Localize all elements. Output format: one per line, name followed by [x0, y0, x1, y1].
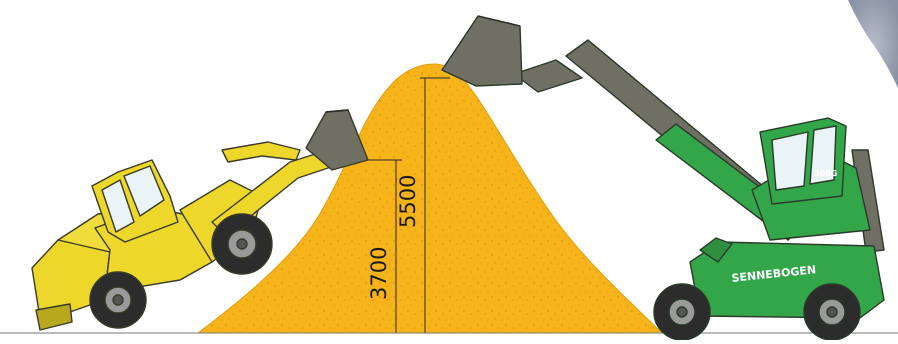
dimension-label-high: 5500	[396, 175, 420, 228]
rock-background	[848, 0, 898, 88]
dimension-label-low: 3700	[367, 247, 391, 300]
model-badge: 360G	[814, 169, 837, 178]
